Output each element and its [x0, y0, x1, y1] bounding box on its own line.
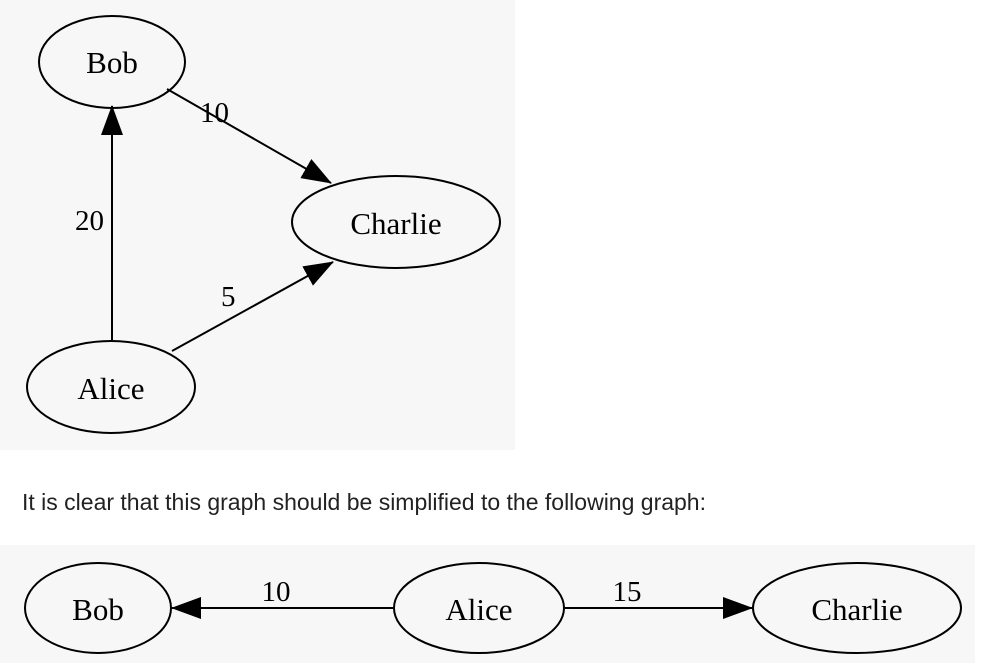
- node-charlie: Charlie: [291, 175, 501, 269]
- node-bob-label: Bob: [86, 45, 138, 80]
- node-charlie: Charlie: [752, 562, 962, 654]
- node-charlie-label: Charlie: [350, 206, 441, 241]
- caption-text: It is clear that this graph should be si…: [22, 489, 706, 515]
- edge-label-bob-charlie: 10: [200, 97, 229, 129]
- edge-alice-to-charlie: [171, 261, 334, 352]
- edge-label-alice-charlie: 5: [221, 281, 236, 313]
- node-bob: Bob: [38, 15, 186, 109]
- node-alice-label: Alice: [77, 371, 144, 406]
- node-alice: Alice: [393, 562, 565, 654]
- original-graph-panel: 10 20 5 Bob Charlie Alice: [0, 0, 515, 450]
- node-charlie-label: Charlie: [811, 592, 902, 627]
- simplified-graph: 10 15 Bob Alice Charlie: [24, 562, 962, 654]
- original-graph: 10 20 5 Bob Charlie Alice: [26, 15, 501, 434]
- edge-label-alice-bob: 20: [75, 205, 104, 237]
- node-bob: Bob: [24, 562, 172, 654]
- node-alice-label: Alice: [445, 592, 512, 627]
- edge-label-alice-charlie: 15: [613, 576, 642, 608]
- edge-bob-to-charlie: [166, 88, 332, 184]
- node-bob-label: Bob: [72, 592, 124, 627]
- simplified-graph-panel: 10 15 Bob Alice Charlie: [0, 545, 975, 663]
- edge-label-alice-bob: 10: [262, 576, 291, 608]
- node-alice: Alice: [26, 340, 196, 434]
